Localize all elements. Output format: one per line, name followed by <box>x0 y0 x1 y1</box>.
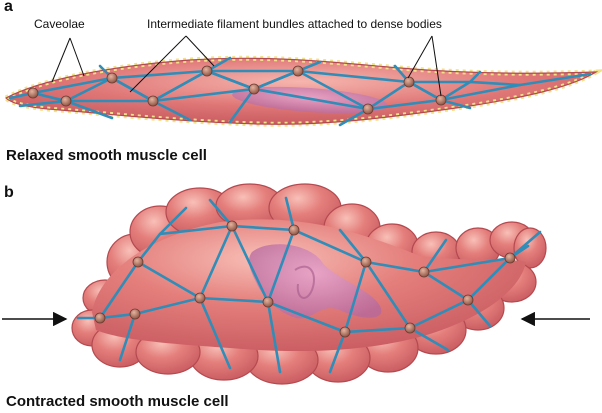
dense-body <box>94 312 106 324</box>
dense-body <box>129 308 141 320</box>
dense-body <box>106 72 118 84</box>
dense-body <box>60 95 72 107</box>
dense-body <box>362 103 374 115</box>
callout-lines <box>51 35 442 97</box>
dense-body <box>404 322 416 334</box>
dense-body <box>226 220 238 232</box>
dense-body <box>418 266 430 278</box>
relaxed-cell <box>1 35 602 127</box>
dense-body <box>360 256 372 268</box>
contracted-dense-bodies <box>94 220 516 338</box>
dense-body <box>147 95 159 107</box>
dense-body <box>435 94 447 106</box>
dense-body <box>27 87 39 99</box>
contracted-cell <box>2 183 590 385</box>
caveolae-label: Caveolae <box>34 17 85 31</box>
dense-body <box>132 256 144 268</box>
relaxed-dense-bodies <box>27 65 447 115</box>
dense-body <box>262 296 274 308</box>
dense-body <box>292 65 304 77</box>
panel-a-letter: a <box>4 0 13 15</box>
dense-body <box>339 326 351 338</box>
dense-body <box>504 252 516 264</box>
dense-body <box>288 224 300 236</box>
dense-body <box>462 294 474 306</box>
contracted-cell-caption: Contracted smooth muscle cell <box>6 393 229 410</box>
panel-b-letter: b <box>4 184 14 201</box>
dense-body <box>194 292 206 304</box>
dense-body <box>248 83 260 95</box>
filament-bundles-label: Intermediate filament bundles attached t… <box>147 17 442 31</box>
contracted-filaments <box>76 196 542 374</box>
dense-body <box>403 76 415 88</box>
dense-body <box>201 65 213 77</box>
relaxed-cell-caption: Relaxed smooth muscle cell <box>6 147 207 164</box>
